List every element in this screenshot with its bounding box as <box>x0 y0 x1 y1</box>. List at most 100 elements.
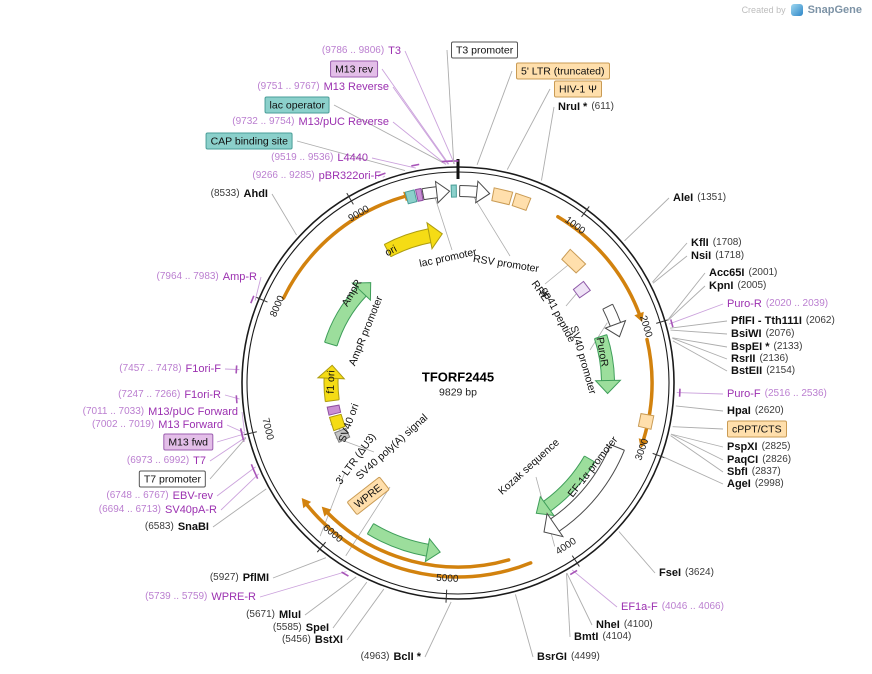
enzyme-site-label[interactable]: PflFI - Tth111I(2062) <box>731 314 835 328</box>
feature-box-purple[interactable] <box>414 187 424 202</box>
primer-label[interactable]: (7457 .. 7478)F1ori-F <box>119 362 221 376</box>
feature-box-yellow[interactable] <box>328 413 346 432</box>
primer-label[interactable]: (7011 .. 7033)M13/pUC Forward <box>83 405 238 419</box>
label-range: (2998) <box>754 478 784 489</box>
orf-arc[interactable] <box>281 194 407 300</box>
position-tick-label: 4000 <box>554 536 579 558</box>
feature-box-tan[interactable] <box>637 413 655 430</box>
feature-callout-label[interactable]: 5' LTR (truncated) <box>516 62 610 80</box>
feature-callout-label[interactable]: T7 promoter <box>138 470 206 488</box>
enzyme-site-label[interactable]: (6583)SnaBI <box>145 520 209 534</box>
callout-line <box>371 157 416 169</box>
enzyme-site-label[interactable]: BsiWI(2076) <box>731 327 794 341</box>
enzyme-site-label[interactable]: KpnI(2005) <box>709 279 766 293</box>
promoter-arrow[interactable] <box>459 185 478 198</box>
cds-arrow[interactable] <box>367 523 429 557</box>
orf-arc[interactable] <box>305 503 533 579</box>
feature-box-gray[interactable] <box>334 427 351 443</box>
orf-arc[interactable] <box>641 337 654 442</box>
primer-label[interactable]: (9732 .. 9754)M13/pUC Reverse <box>232 115 389 129</box>
position-tick <box>581 206 590 218</box>
callout-line <box>566 572 593 626</box>
snapgene-logo-text: SnapGene <box>807 4 862 16</box>
callout-line <box>670 435 724 473</box>
feature-callout-label[interactable]: CAP binding site <box>205 132 293 150</box>
orf-arc[interactable] <box>556 214 641 316</box>
enzyme-site-label[interactable]: (5671)MluI <box>246 608 301 622</box>
enzyme-site-label[interactable]: PspXI(2825) <box>727 440 790 454</box>
primer-label[interactable]: (6694 .. 6713)SV40pA-R <box>99 503 217 517</box>
feature-name-label[interactable]: f1 ori <box>324 370 338 394</box>
feature-callout-label[interactable]: HIV-1 Ψ <box>554 80 602 98</box>
label-range: (3624) <box>685 567 714 578</box>
feature-box-tan[interactable] <box>491 187 514 206</box>
enzyme-site-label[interactable]: AgeI(2998) <box>727 477 784 491</box>
enzyme-site-label[interactable]: Acc65I(2001) <box>709 266 777 280</box>
enzyme-site-label[interactable]: KflI(1708) <box>691 236 742 250</box>
primer-label[interactable]: (9751 .. 9767)M13 Reverse <box>257 80 389 94</box>
cds-arrow-edge <box>373 523 429 545</box>
primer-label[interactable]: Puro-R(2020 .. 2039) <box>727 297 828 311</box>
primer-label[interactable]: (9266 .. 9285)pBR322ori-F <box>252 169 381 183</box>
primer-label[interactable]: (6973 .. 6992)T7 <box>127 454 206 468</box>
enzyme-site-label[interactable]: NsiI(1718) <box>691 249 744 263</box>
enzyme-site-label[interactable]: (5927)PflMI <box>210 571 269 585</box>
enzyme-site-label[interactable]: HpaI(2620) <box>727 404 784 418</box>
enzyme-site-label[interactable]: (5585)SpeI <box>273 621 329 635</box>
feature-box-teal[interactable] <box>450 184 457 198</box>
label-name: PflFI - Tth111I <box>731 315 802 327</box>
feature-callout-label[interactable]: lac operator <box>264 96 330 114</box>
primer-label[interactable]: (9519 .. 9536)L4440 <box>271 151 368 165</box>
feature-box-tan[interactable] <box>511 192 532 212</box>
primer-label[interactable]: (7964 .. 7983)Amp-R <box>157 270 258 284</box>
enzyme-site-label[interactable]: BsrGI(4499) <box>537 650 600 664</box>
callout-line <box>296 140 406 171</box>
enzyme-site-label[interactable]: BmtI(4104) <box>574 630 631 644</box>
enzyme-site-label[interactable]: (8533)AhdI <box>211 187 268 201</box>
feature-callout-label[interactable]: T3 promoter <box>451 41 519 59</box>
enzyme-site-label[interactable]: NheI(4100) <box>596 618 653 632</box>
primer-label[interactable]: (9786 .. 9806)T3 <box>322 44 401 58</box>
enzyme-site-label[interactable]: FseI(3624) <box>659 566 714 580</box>
ori-arrow[interactable] <box>384 228 432 257</box>
enzyme-site-label[interactable]: AleI(1351) <box>673 191 726 205</box>
callout-line <box>672 337 728 360</box>
enzyme-site-label[interactable]: RsrII(2136) <box>731 352 788 366</box>
cds-arrow[interactable] <box>324 287 367 347</box>
primer-label[interactable]: (5739 .. 5759)WPRE-R <box>145 590 256 604</box>
label-range: (6583) <box>144 521 174 532</box>
enzyme-site-label[interactable]: (4963)BclI * <box>361 650 421 664</box>
feature-callout-label[interactable]: cPPT/CTS <box>727 420 787 438</box>
orf-arc[interactable] <box>326 511 511 569</box>
feature-callout-label[interactable]: M13 fwd <box>163 433 213 451</box>
feature-box-tan[interactable] <box>561 248 587 274</box>
enzyme-site-label[interactable]: (5456)BstXI <box>282 633 343 647</box>
feature-box-purple[interactable] <box>326 404 342 416</box>
enzyme-site-label[interactable]: SbfI(2837) <box>727 465 781 479</box>
enzyme-site-label[interactable]: PaqCI(2826) <box>727 453 791 467</box>
feature-callout-label[interactable]: M13 rev <box>330 60 378 78</box>
promoter-arrow-cap <box>421 188 425 200</box>
label-name: F1ori-R <box>184 389 221 401</box>
label-name: PaqCI <box>727 454 759 466</box>
cds-arrow[interactable] <box>594 334 615 381</box>
feature-box-hatch[interactable] <box>572 280 592 299</box>
cds-arrow[interactable] <box>543 455 595 511</box>
primer-label[interactable]: (7247 .. 7266)F1ori-R <box>118 388 221 402</box>
promoter-arrow[interactable] <box>422 186 438 200</box>
label-name: BstEII <box>731 365 763 377</box>
primer-label[interactable]: (7002 .. 7019)M13 Forward <box>92 418 223 432</box>
primer-label[interactable]: (6748 .. 6767)EBV-rev <box>106 489 213 503</box>
enzyme-site-label[interactable]: BspEI *(2133) <box>731 340 802 354</box>
promoter-arrow[interactable] <box>550 444 625 532</box>
promoter-arrow-arrowhead <box>604 319 627 338</box>
label-name: 5' LTR (truncated) <box>521 65 605 77</box>
enzyme-site-label[interactable]: NruI *(611) <box>558 100 614 114</box>
enzyme-site-label[interactable]: BstEII(2154) <box>731 364 795 378</box>
primer-label[interactable]: Puro-F(2516 .. 2536) <box>727 387 827 401</box>
feature-box-teal[interactable] <box>404 189 418 205</box>
primer-label[interactable]: EF1a-F(4046 .. 4066) <box>621 600 724 614</box>
label-name: SpeI <box>305 622 329 634</box>
label-name: Amp-R <box>222 271 257 283</box>
snapgene-branding: Created by SnapGene <box>742 4 862 16</box>
